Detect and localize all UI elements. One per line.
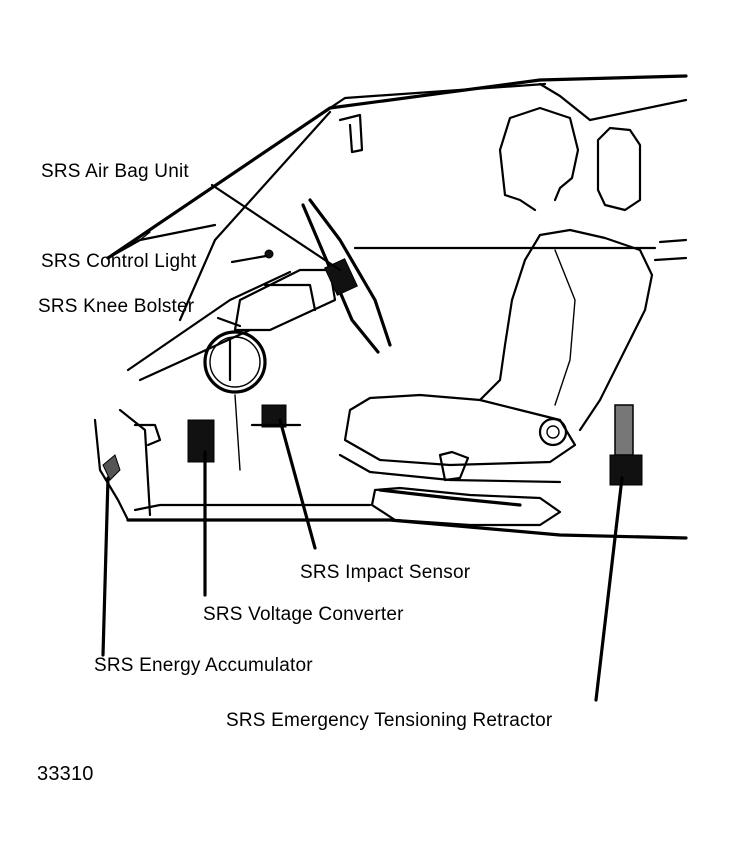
tensioning-retractor-shape: [609, 404, 643, 486]
energy-accumulator-shape: [102, 454, 121, 481]
label-impact-sensor: SRS Impact Sensor: [300, 562, 471, 583]
voltage-converter-shape: [187, 419, 215, 463]
knee-bolster-shape: [203, 330, 267, 394]
steering-assembly: [233, 198, 392, 354]
label-energy-accumulator: SRS Energy Accumulator: [94, 655, 313, 676]
label-voltage-converter: SRS Voltage Converter: [203, 604, 404, 625]
seat: [338, 106, 654, 527]
impact-sensor-shape: [250, 404, 302, 428]
leader-lines: [101, 183, 624, 702]
figure-number: 33310: [37, 763, 94, 785]
label-knee-bolster: SRS Knee Bolster: [38, 296, 195, 317]
label-tensioning-retractor: SRS Emergency Tensioning Retractor: [226, 710, 553, 731]
label-control-light: SRS Control Light: [41, 251, 197, 272]
label-air-bag-unit: SRS Air Bag Unit: [41, 161, 189, 182]
car-body-outline: [93, 74, 688, 540]
